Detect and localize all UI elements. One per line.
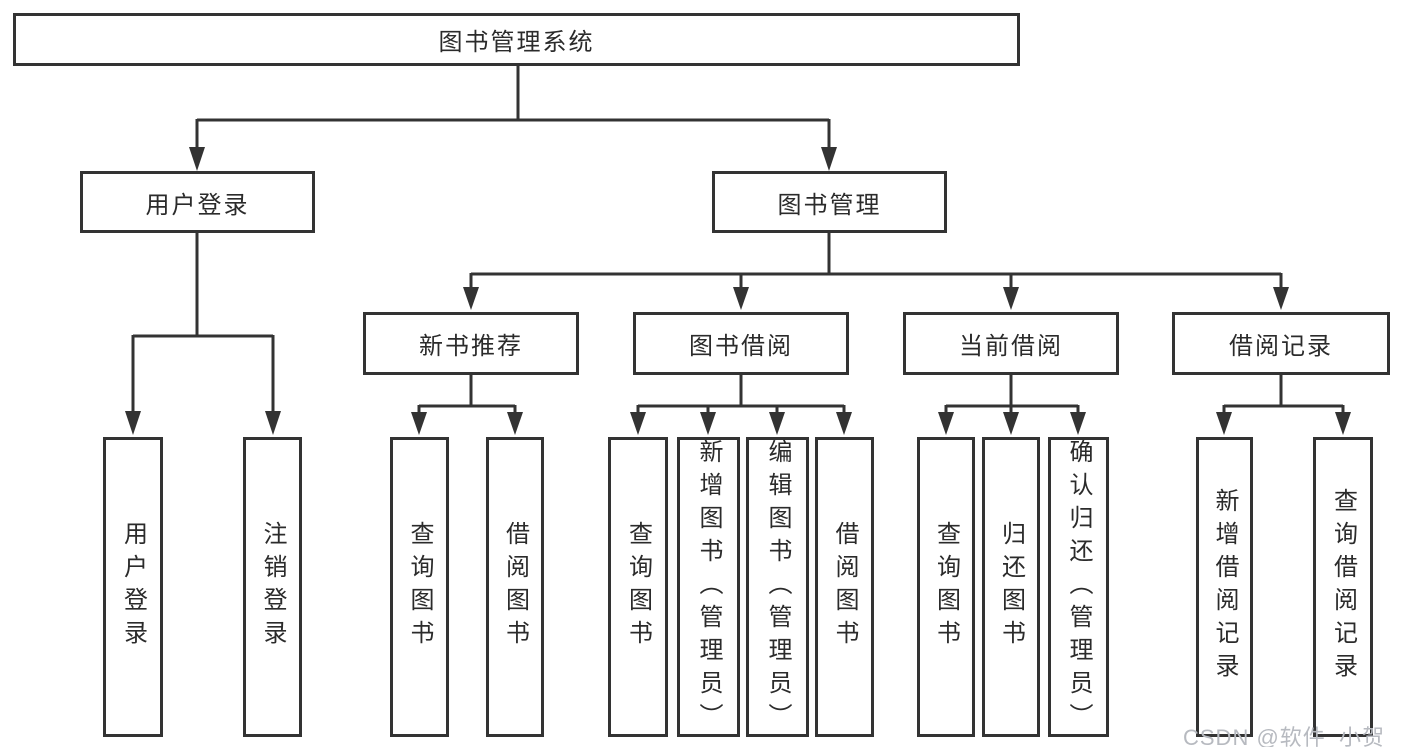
node-label: 查询图书 bbox=[932, 521, 960, 653]
leaf-query-books-current: 查询图书 bbox=[917, 437, 975, 737]
connector-new-book-recommend-children bbox=[411, 374, 523, 435]
node-label: 编辑图书（管理员） bbox=[764, 438, 791, 736]
node-borrowing-records: 借阅记录 bbox=[1172, 312, 1390, 375]
node-label: 借阅图书 bbox=[831, 521, 858, 653]
csdn-watermark: CSDN @软件_小贺同学 bbox=[1183, 725, 1386, 747]
leaf-borrow-books-recommend: 借阅图书 bbox=[486, 437, 544, 737]
connector-book-borrowing-children bbox=[630, 374, 852, 435]
node-new-book-recommend: 新书推荐 bbox=[363, 312, 579, 375]
node-current-borrowing: 当前借阅 bbox=[903, 312, 1119, 375]
leaf-query-books-borrowing: 查询图书 bbox=[608, 437, 668, 737]
leaf-confirm-return-admin: 确认归还（管理员） bbox=[1048, 437, 1109, 737]
node-label: 新书推荐 bbox=[419, 333, 523, 360]
node-label: 查询图书 bbox=[624, 521, 652, 653]
node-label: 确认归还（管理员） bbox=[1065, 438, 1092, 736]
node-root: 图书管理系统 bbox=[13, 13, 1020, 66]
node-label: 用户登录 bbox=[119, 521, 147, 653]
leaf-return-books: 归还图书 bbox=[982, 437, 1040, 737]
leaf-query-borrow-record: 查询借阅记录 bbox=[1313, 437, 1373, 737]
leaf-logout-login: 注销登录 bbox=[243, 437, 302, 737]
node-label: 图书借阅 bbox=[689, 333, 793, 360]
connector-current-borrowing-children bbox=[938, 374, 1086, 435]
leaf-add-borrow-record: 新增借阅记录 bbox=[1196, 437, 1253, 737]
connector-user-login-children bbox=[125, 232, 281, 435]
node-label: 用户登录 bbox=[145, 191, 250, 219]
node-label: 新增借阅记录 bbox=[1211, 488, 1238, 686]
node-book-management: 图书管理 bbox=[712, 171, 947, 233]
node-label: 新增图书（管理员） bbox=[695, 438, 722, 736]
connector-root-to-level2 bbox=[189, 66, 837, 171]
node-label: 图书管理系统 bbox=[438, 29, 595, 56]
node-label: 当前借阅 bbox=[959, 333, 1063, 360]
node-label: 查询借阅记录 bbox=[1329, 488, 1357, 686]
node-book-borrowing: 图书借阅 bbox=[633, 312, 849, 375]
node-user-login: 用户登录 bbox=[80, 171, 315, 233]
leaf-query-books-recommend: 查询图书 bbox=[390, 437, 449, 737]
node-label: 查询图书 bbox=[406, 521, 433, 653]
node-label: 借阅记录 bbox=[1229, 333, 1333, 360]
leaf-user-login: 用户登录 bbox=[103, 437, 163, 737]
leaf-add-books-admin: 新增图书（管理员） bbox=[677, 437, 740, 737]
connector-book-management-children bbox=[463, 232, 1289, 310]
connector-borrowing-records-children bbox=[1216, 374, 1351, 435]
node-label: 借阅图书 bbox=[501, 521, 529, 653]
leaf-borrow-books-borrowing: 借阅图书 bbox=[815, 437, 874, 737]
node-label: 注销登录 bbox=[259, 521, 286, 653]
node-label: 图书管理 bbox=[777, 191, 882, 219]
node-label: 归还图书 bbox=[997, 521, 1025, 653]
leaf-edit-books-admin: 编辑图书（管理员） bbox=[746, 437, 809, 737]
